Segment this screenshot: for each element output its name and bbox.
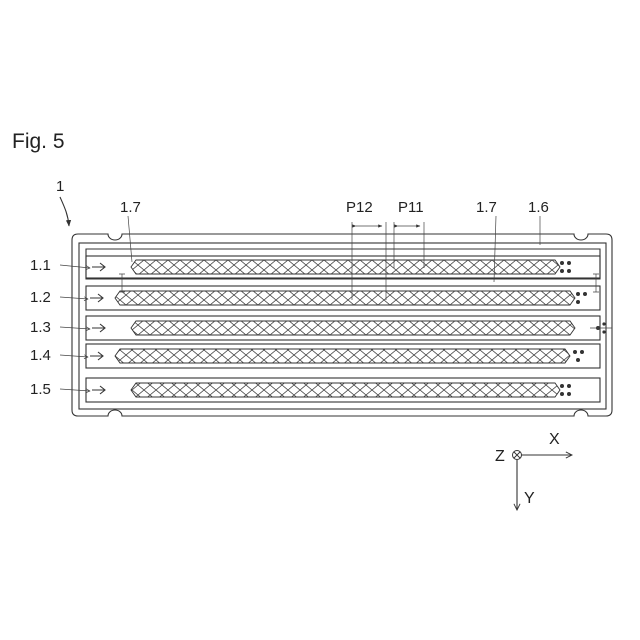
z-axis-cross <box>514 452 520 458</box>
lane-3-arrow <box>92 324 105 332</box>
lane-5-arrow <box>92 386 105 394</box>
label-layer-1-5: 1.5 <box>30 381 51 398</box>
axis-y-label: Y <box>524 490 535 507</box>
track-3 <box>131 321 575 335</box>
leader-device <box>60 197 69 226</box>
axis-x-label: X <box>549 431 560 448</box>
track-5 <box>131 383 560 397</box>
leader-layer-1-2 <box>60 297 88 299</box>
figure-title: Fig. 5 <box>12 130 65 153</box>
leader-track-left <box>128 216 132 262</box>
track-4 <box>115 349 570 363</box>
label-p11: P11 <box>398 199 424 216</box>
label-device: 1 <box>56 178 64 195</box>
label-layer-1-4: 1.4 <box>30 347 51 364</box>
track-1 <box>131 260 560 274</box>
lane-1-arrow <box>92 263 105 271</box>
lane-2-arrow <box>90 294 103 302</box>
track-2 <box>115 291 575 305</box>
lane-4-arrow <box>90 352 103 360</box>
leader-layer-1-4 <box>60 355 88 357</box>
connector-left <box>119 274 125 292</box>
connector-right <box>593 274 599 292</box>
label-layer-1-1: 1.1 <box>30 257 51 274</box>
axis-z-label: Z <box>495 448 505 465</box>
coordinate-system <box>513 451 573 511</box>
lane-group <box>86 256 612 402</box>
label-track-left: 1.7 <box>120 199 141 216</box>
label-layer-1-2: 1.2 <box>30 289 51 306</box>
label-track-right: 1.7 <box>476 199 497 216</box>
label-p12: P12 <box>346 199 373 216</box>
label-layer-1-3: 1.3 <box>30 319 51 336</box>
label-outline: 1.6 <box>528 199 549 216</box>
